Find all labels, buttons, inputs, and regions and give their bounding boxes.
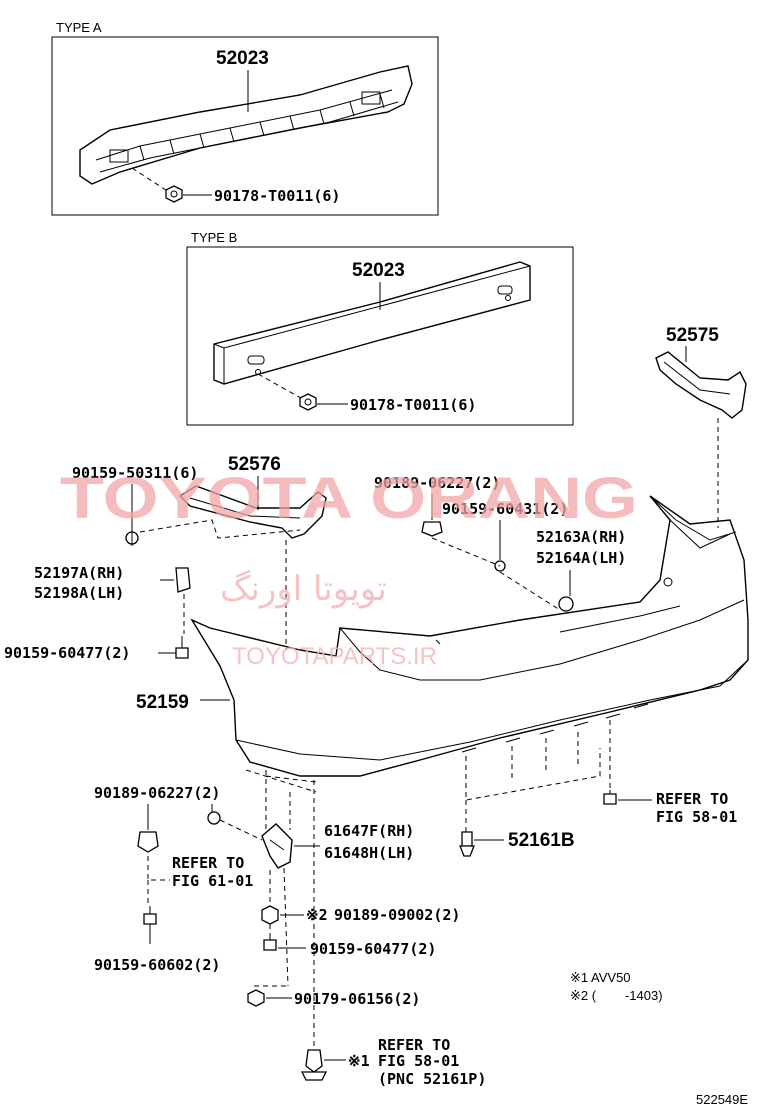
refer-58-bottom-line3: (PNC 52161P) <box>378 1070 486 1088</box>
nut-icon <box>165 185 183 203</box>
refer-61-line1: REFER TO <box>172 854 244 872</box>
cover-icon <box>558 596 574 612</box>
label-90159-60477-bottom: 90159-60477(2) <box>310 940 436 958</box>
clip-icon <box>300 1049 328 1081</box>
bolt-icon <box>143 906 157 944</box>
label-90159-60602: 90159-60602(2) <box>94 956 220 974</box>
label-52164a: 52164A(LH) <box>536 549 626 567</box>
label-52576: 52576 <box>228 454 281 475</box>
retainer-52576: 52576 <box>139 454 327 650</box>
clip-icon <box>603 790 617 805</box>
reinforcement-type-b <box>213 261 531 385</box>
label-52575: 52575 <box>666 325 719 346</box>
label-90189-06227-top: 90189-06227(2) <box>374 474 500 492</box>
clip-icon <box>421 521 443 537</box>
label-90159-60477-left: 90159-60477(2) <box>4 644 130 662</box>
label-61647f: 61647F(RH) <box>324 822 414 840</box>
refer-58-right-line1: REFER TO <box>656 790 728 808</box>
clip-icon <box>137 831 159 853</box>
label-52159: 52159 <box>136 692 189 713</box>
refer-58-bottom-line2: FIG 58-01 <box>378 1052 459 1070</box>
type-a-title: TYPE A <box>56 20 102 35</box>
nut-icon <box>299 393 317 411</box>
label-90189-06227-bottom: 90189-06227(2) <box>94 784 220 802</box>
refer-61-line2: FIG 61-01 <box>172 872 253 890</box>
label-90159-50311: 90159-50311(6) <box>72 464 198 482</box>
nut-icon <box>207 811 221 825</box>
bolt-icon <box>263 934 277 951</box>
mark-1: ※1 <box>348 1052 370 1070</box>
label-90179-06156: 90179-06156(2) <box>294 990 420 1008</box>
label-52197a: 52197A(RH) <box>34 564 124 582</box>
refer-58-right-line2: FIG 58-01 <box>656 808 737 826</box>
bracket-61647f <box>261 823 293 869</box>
type-b-nut-label: 90178-T0011(6) <box>350 396 476 414</box>
mark-2: ※2 <box>306 906 328 924</box>
nut-icon <box>247 989 265 1007</box>
label-90159-60431: 90159-60431(2) <box>442 500 568 518</box>
watermark-persian: تویوتا اورنگ <box>220 569 387 609</box>
label-61648h: 61648H(LH) <box>324 844 414 862</box>
bolt-icon <box>175 636 189 659</box>
figure-code: 522549E <box>696 1092 748 1107</box>
note-2: ※2 ( -1403) <box>570 988 663 1003</box>
watermark-main: TOYOTA ORANG <box>60 466 638 531</box>
watermark-site: TOYOTAPARTS.IR <box>232 643 437 670</box>
label-52198a: 52198A(LH) <box>34 584 124 602</box>
bracket-icon <box>175 567 191 593</box>
type-b-part-label: 52023 <box>352 260 405 281</box>
type-a-panel: TYPE A 52023 90178-T0011(6) <box>51 20 439 216</box>
refer-58-bottom-line1: REFER TO <box>378 1036 450 1054</box>
clip-icon <box>459 831 475 857</box>
note-1: ※1 AVV50 <box>570 970 631 985</box>
type-a-nut-label: 90178-T0011(6) <box>214 187 340 205</box>
label-52163a: 52163A(RH) <box>536 528 626 546</box>
reinforcement-type-a <box>79 65 413 185</box>
label-90189-09002: 90189-09002(2) <box>334 906 460 924</box>
type-a-part-label: 52023 <box>216 48 269 69</box>
type-b-title: TYPE B <box>191 230 237 245</box>
retainer-52575: 52575 <box>655 325 747 528</box>
bumper-cover-52159 <box>190 495 749 777</box>
type-b-panel: TYPE B 52023 90178-T0011(6) <box>186 230 574 426</box>
screw-icon <box>125 530 139 546</box>
label-52161b: 52161B <box>508 830 575 851</box>
nut-icon <box>261 905 279 925</box>
